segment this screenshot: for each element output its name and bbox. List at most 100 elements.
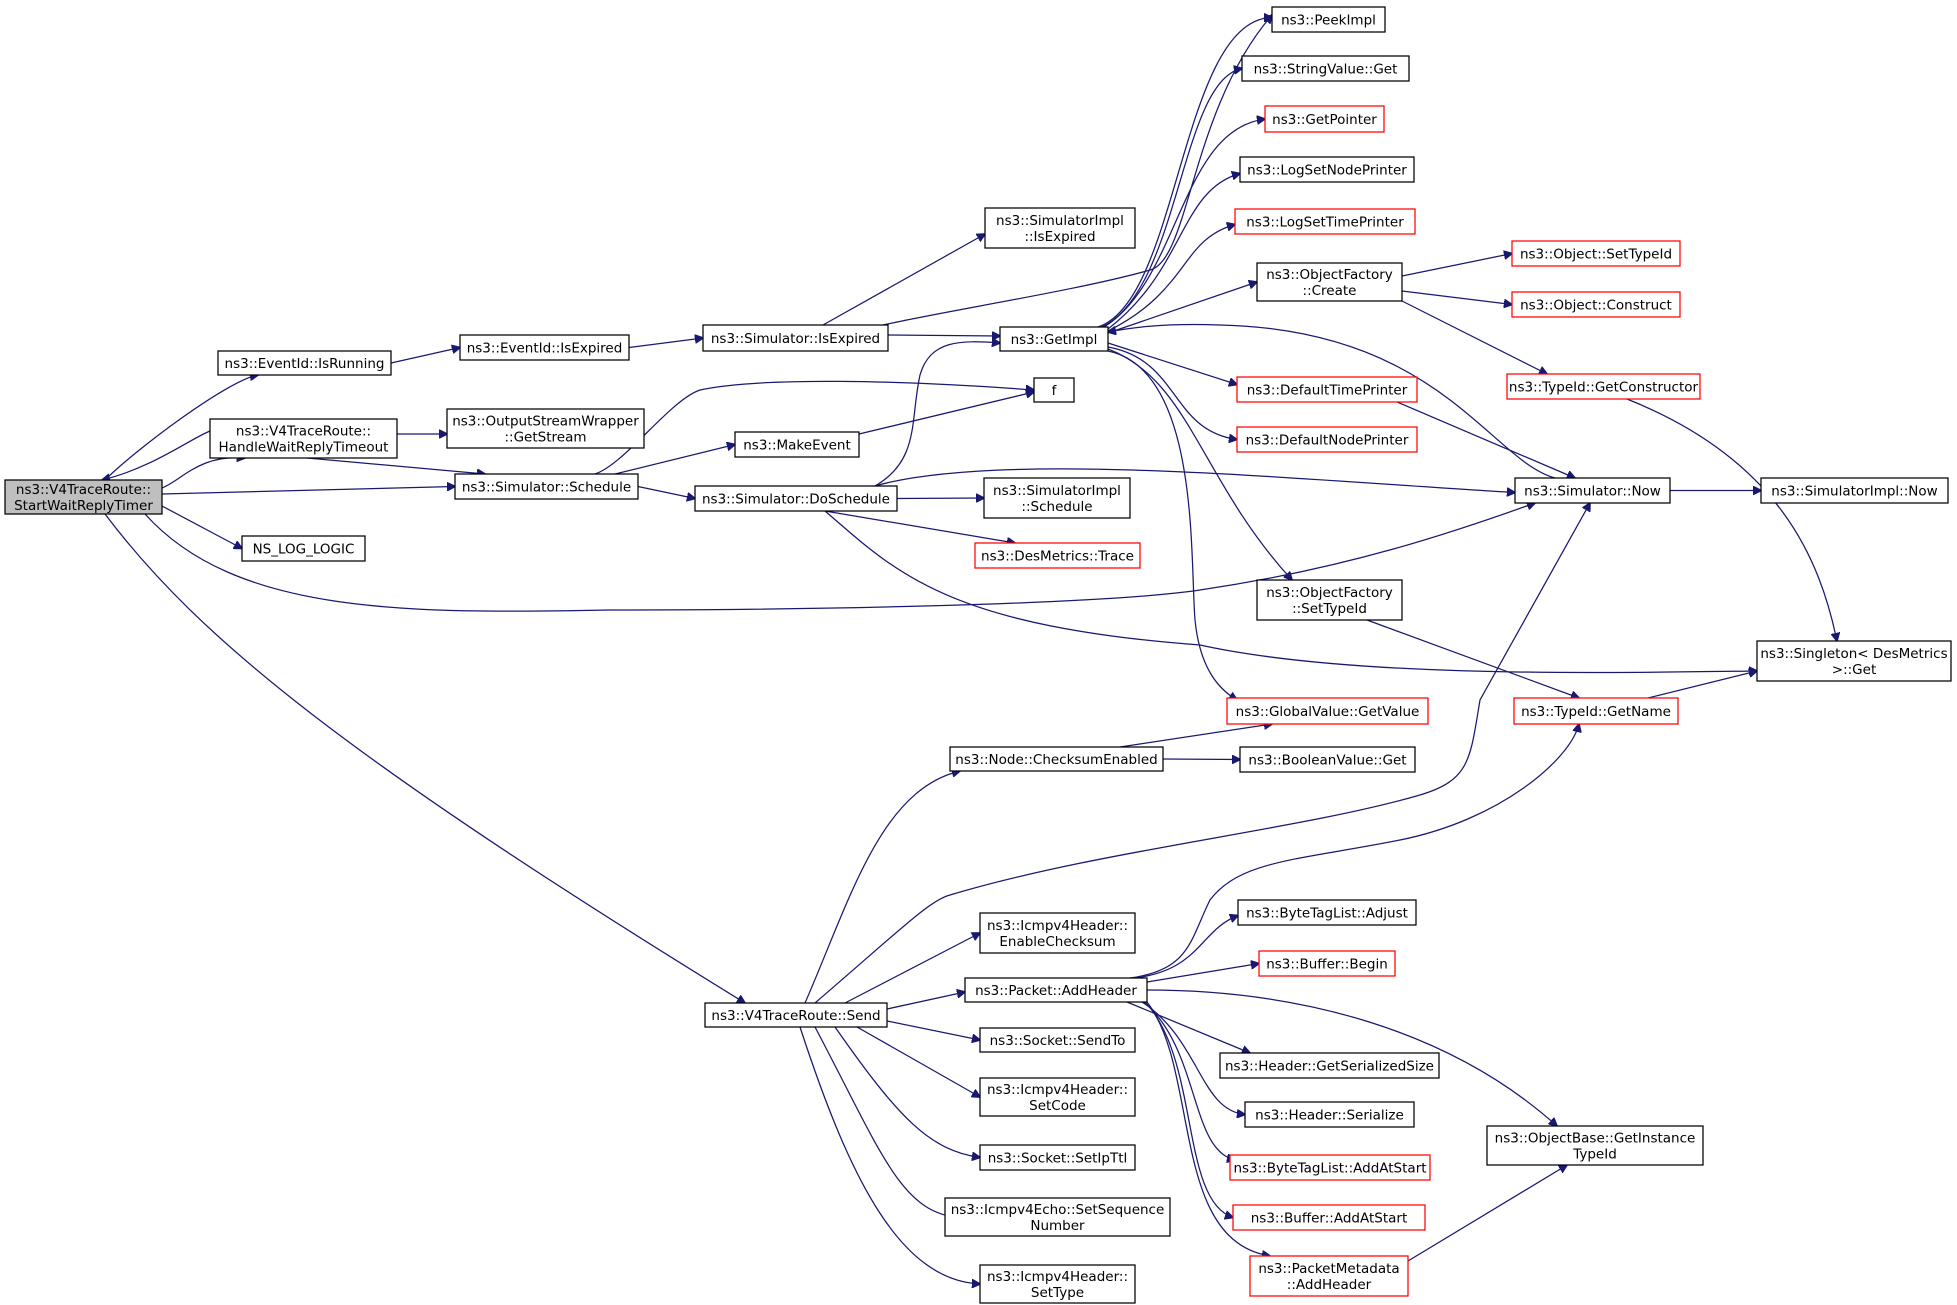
edge-getconstructor-to-singleton: [1626, 398, 1837, 641]
node-box: [1239, 746, 1416, 773]
node-bufaddatstart[interactable]: ns3::Buffer::AddAtStart: [1232, 1204, 1426, 1231]
node-label: ns3::Singleton< DesMetrics: [1760, 646, 1947, 662]
node-label: ns3::Object::SetTypeId: [1520, 247, 1672, 263]
node-getimpl[interactable]: ns3::GetImpl: [999, 326, 1109, 352]
node-label: ns3::Header::Serialize: [1255, 1108, 1404, 1124]
edge-ofsettypeid-to-getname: [1366, 619, 1579, 698]
node-getname[interactable]: ns3::TypeId::GetName: [1513, 697, 1679, 725]
node-getstream[interactable]: ns3::OutputStreamWrapper::GetStream: [446, 408, 645, 449]
node-simexpired[interactable]: ns3::Simulator::IsExpired: [702, 324, 889, 352]
node-box: [1237, 899, 1417, 926]
node-box: [1486, 1125, 1704, 1166]
node-nslog[interactable]: NS_LOG_LOGIC: [241, 535, 366, 562]
node-schedule[interactable]: ns3::Simulator::Schedule: [454, 473, 639, 500]
node-box: [1241, 55, 1410, 82]
node-label: ::SetTypeId: [1292, 601, 1367, 617]
node-box: [974, 542, 1141, 569]
edge-doschedule-to-implschedule: [896, 498, 984, 499]
node-box: [999, 326, 1109, 352]
node-label: ns3::ObjectBase::GetInstance: [1495, 1131, 1696, 1147]
node-serialize[interactable]: ns3::Header::Serialize: [1244, 1101, 1415, 1128]
node-settype[interactable]: ns3::Icmpv4Header::SetType: [979, 1264, 1136, 1304]
node-label: ns3::TypeId::GetConstructor: [1509, 380, 1699, 396]
node-label: >::Get: [1832, 662, 1876, 678]
edge-simexpired-to-getimpl: [887, 335, 1000, 336]
node-getpointer[interactable]: ns3::GetPointer: [1264, 105, 1385, 133]
node-send[interactable]: ns3::V4TraceRoute::Send: [704, 1002, 888, 1028]
node-setipttl[interactable]: ns3::Socket::SetIpTtl: [979, 1144, 1136, 1171]
node-ofcreate[interactable]: ns3::ObjectFactory::Create: [1256, 262, 1403, 302]
node-checksum[interactable]: ns3::Node::ChecksumEnabled: [949, 746, 1164, 772]
node-serialsize[interactable]: ns3::Header::GetSerializedSize: [1219, 1052, 1440, 1079]
node-adjust[interactable]: ns3::ByteTagList::Adjust: [1237, 899, 1417, 926]
node-label: ns3::EventId::IsRunning: [225, 356, 385, 372]
node-implexpired[interactable]: ns3::SimulatorImpl::IsExpired: [984, 207, 1136, 249]
node-gvgetvalue[interactable]: ns3::GlobalValue::GetValue: [1226, 697, 1429, 725]
edge-doschedule-to-desmetrics: [824, 510, 1015, 543]
edge-addheader-to-pmaddheader: [1146, 1001, 1270, 1256]
node-setcode[interactable]: ns3::Icmpv4Header::SetCode: [979, 1077, 1136, 1117]
edge-addheader-to-getname: [1129, 724, 1579, 979]
node-enablechecksum[interactable]: ns3::Icmpv4Header::EnableChecksum: [979, 912, 1136, 954]
node-getconstructor[interactable]: ns3::TypeId::GetConstructor: [1506, 373, 1701, 400]
node-f[interactable]: f: [1033, 377, 1075, 403]
node-box: [1506, 373, 1701, 400]
edge-addheader-to-btladdatstart: [1143, 1001, 1235, 1160]
node-label: Number: [1030, 1218, 1085, 1234]
node-box: [241, 535, 366, 562]
node-box: [1229, 1154, 1431, 1181]
node-ofsettypeid[interactable]: ns3::ObjectFactory::SetTypeId: [1256, 579, 1403, 621]
node-start[interactable]: ns3::V4TraceRoute::StartWaitReplyTimer: [4, 479, 163, 515]
edge-send-to-checksum: [804, 771, 960, 1004]
edge-evexpired-to-simexpired: [628, 338, 703, 349]
node-implnow[interactable]: ns3::SimulatorImpl::Now: [1760, 477, 1949, 504]
node-desmetrics[interactable]: ns3::DesMetrics::Trace: [974, 542, 1141, 569]
node-defnodeprinter[interactable]: ns3::DefaultNodePrinter: [1236, 426, 1418, 453]
node-btladdatstart[interactable]: ns3::ByteTagList::AddAtStart: [1229, 1154, 1431, 1181]
edge-handlewait-to-start: [102, 430, 211, 480]
node-label: ns3::GetPointer: [1272, 112, 1377, 128]
node-label: ns3::GetImpl: [1011, 332, 1098, 348]
node-box: [694, 485, 898, 512]
node-peekimpl[interactable]: ns3::PeekImpl: [1271, 6, 1386, 33]
node-label: SetCode: [1029, 1098, 1086, 1114]
node-box: [1514, 477, 1671, 504]
node-implschedule[interactable]: ns3::SimulatorImpl::Schedule: [983, 477, 1131, 519]
node-objconstruct[interactable]: ns3::Object::Construct: [1511, 291, 1681, 318]
node-pmaddheader[interactable]: ns3::PacketMetadata::AddHeader: [1249, 1255, 1409, 1297]
node-lognodeprinter[interactable]: ns3::LogSetNodePrinter: [1239, 156, 1415, 183]
node-box: [1236, 376, 1418, 403]
node-label: ns3::StringValue::Get: [1254, 62, 1398, 78]
edge-send-to-addheader: [886, 992, 965, 1010]
node-box: [979, 1144, 1136, 1171]
node-handlewait[interactable]: ns3::V4TraceRoute::HandleWaitReplyTimeou…: [209, 418, 398, 459]
node-isrunning[interactable]: ns3::EventId::IsRunning: [217, 350, 392, 376]
node-sendto[interactable]: ns3::Socket::SendTo: [979, 1027, 1136, 1053]
node-bufbegin[interactable]: ns3::Buffer::Begin: [1258, 950, 1396, 977]
node-logtimeprinter[interactable]: ns3::LogSetTimePrinter: [1234, 208, 1416, 235]
edge-addheader-to-bufaddatstart: [1144, 1001, 1233, 1218]
node-label: ns3::SimulatorImpl::Now: [1771, 484, 1937, 500]
edge-addheader-to-serialsize: [1126, 1001, 1250, 1053]
node-label: ns3::Icmpv4Header::: [987, 1082, 1128, 1098]
node-label: ns3::Simulator::IsExpired: [711, 331, 880, 347]
edge-start-to-nslog: [161, 505, 242, 549]
node-label: ns3::Socket::SetIpTtl: [988, 1151, 1128, 1167]
edge-doschedule-to-getimpl: [874, 342, 1000, 487]
node-simnow[interactable]: ns3::Simulator::Now: [1514, 477, 1671, 504]
node-objsettypeid[interactable]: ns3::Object::SetTypeId: [1511, 240, 1681, 267]
node-singleton[interactable]: ns3::Singleton< DesMetrics >::Get: [1756, 640, 1952, 682]
node-label: ns3::LogSetTimePrinter: [1246, 215, 1404, 231]
node-stringget[interactable]: ns3::StringValue::Get: [1241, 55, 1410, 82]
node-deftimeprinter[interactable]: ns3::DefaultTimePrinter: [1236, 376, 1418, 403]
node-evexpired[interactable]: ns3::EventId::IsExpired: [459, 334, 630, 361]
node-addheader[interactable]: ns3::Packet::AddHeader: [964, 977, 1148, 1003]
node-boolget[interactable]: ns3::BooleanValue::Get: [1239, 746, 1416, 773]
node-box: [704, 1002, 888, 1028]
edge-makeevent-to-f: [858, 392, 1034, 435]
edge-getimpl-to-peekimpl: [1097, 18, 1272, 328]
node-doschedule[interactable]: ns3::Simulator::DoSchedule: [694, 485, 898, 512]
node-makeevent[interactable]: ns3::MakeEvent: [734, 431, 860, 458]
